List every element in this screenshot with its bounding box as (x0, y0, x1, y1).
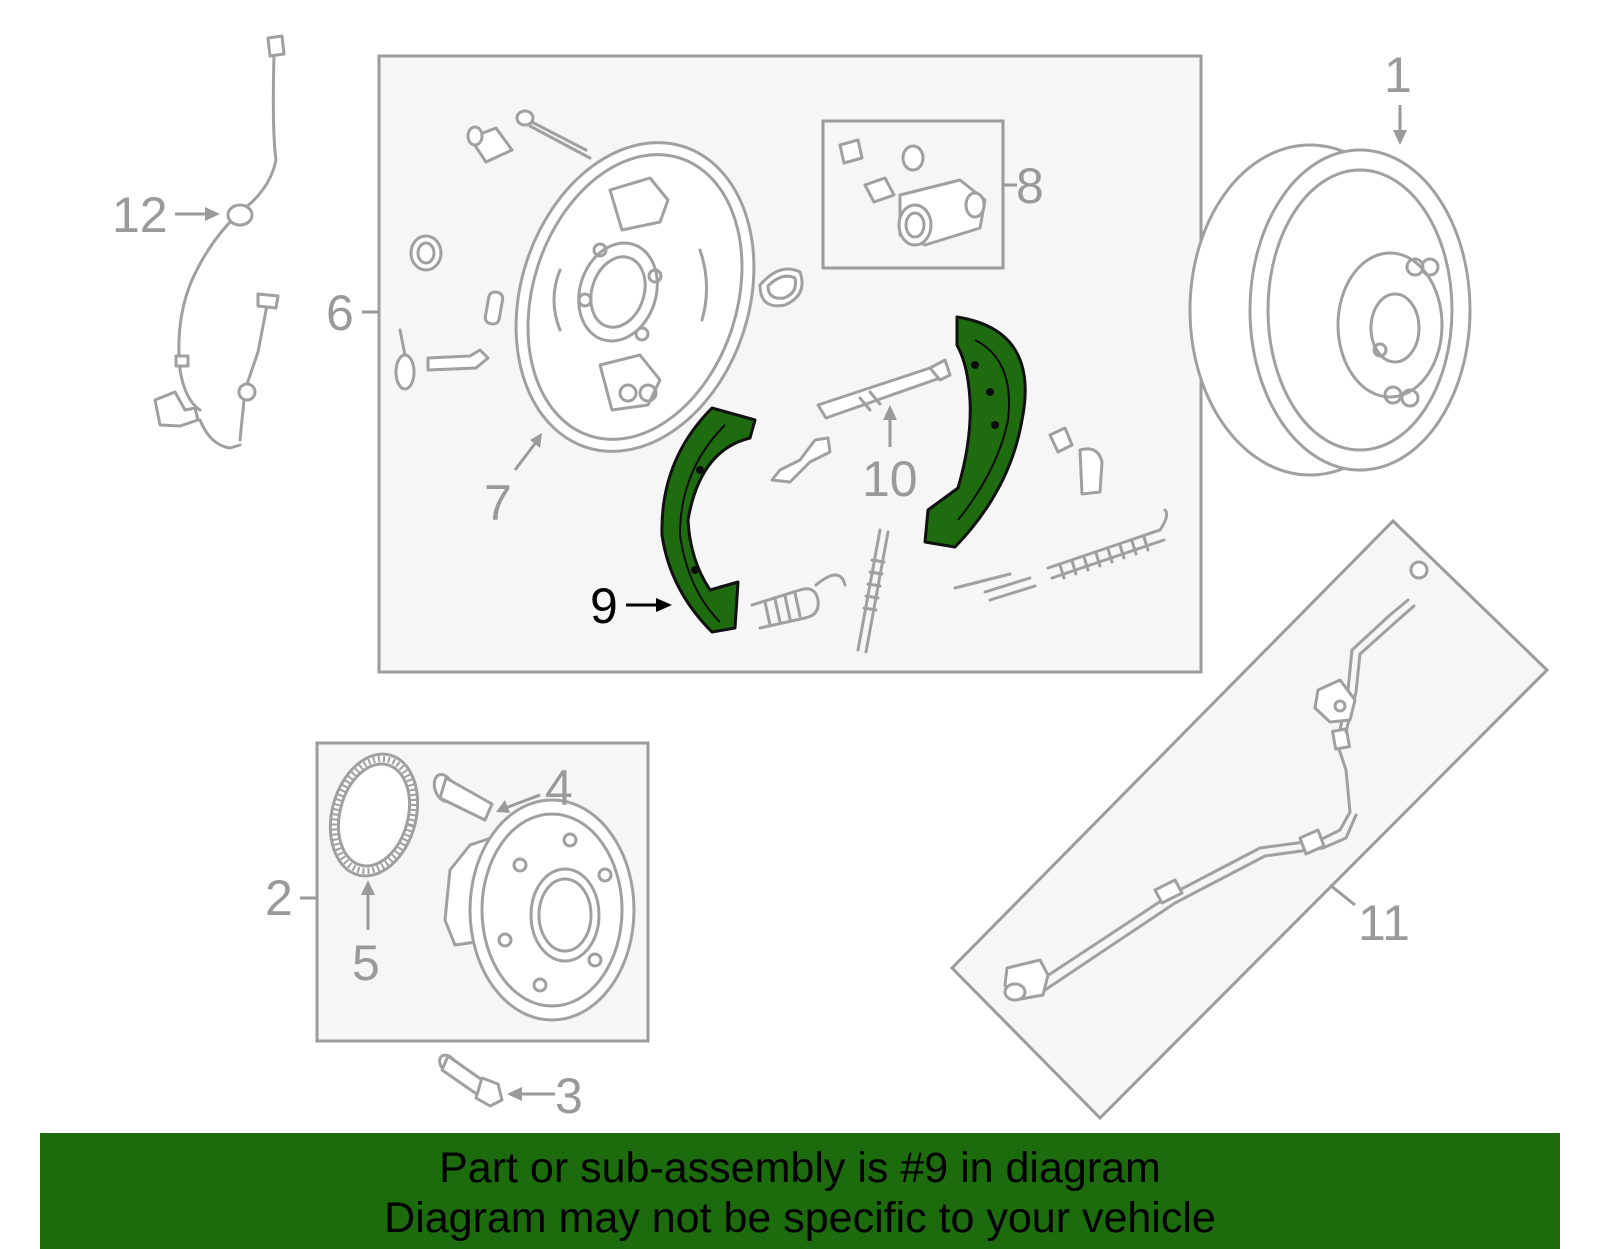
callout-1: 1 (1384, 47, 1412, 103)
banner-line-part: Part or sub-assembly is #9 in diagram (439, 1144, 1161, 1192)
abs-sensor (153, 34, 286, 450)
hub-bearing (443, 798, 636, 1022)
info-banner: Part or sub-assembly is #9 in diagram Di… (40, 1133, 1560, 1249)
leader-arrow-1 (1393, 130, 1407, 145)
callout-12: 12 (112, 187, 168, 243)
adjuster (770, 358, 952, 484)
callout-6: 6 (326, 285, 354, 341)
callout-3: 3 (555, 1068, 583, 1124)
brake-shoe-right (923, 315, 1027, 549)
brake-shoe-left (660, 406, 757, 634)
leader-arrow-4 (496, 800, 510, 813)
leader-arrow-10 (883, 405, 897, 420)
leader-line-11 (1329, 883, 1356, 907)
leader-arrow-12 (205, 207, 220, 221)
callout-2: 2 (265, 870, 293, 926)
callout-9: 9 (590, 578, 618, 634)
leader-arrow-7 (530, 433, 542, 448)
hub-bolt (438, 1053, 504, 1108)
callout-4: 4 (545, 760, 573, 816)
callout-5: 5 (352, 935, 380, 991)
backing-plate-hardware (394, 109, 804, 391)
backing-plate (514, 141, 756, 453)
brake-hose (1003, 560, 1429, 1002)
springs-and-pins (750, 426, 1169, 654)
brake-hose-box (949, 518, 1550, 1121)
leader-arrow-3 (507, 1087, 522, 1101)
brake-assembly-box (377, 54, 1203, 674)
wheel-cylinder (838, 138, 987, 247)
callout-10: 10 (862, 451, 918, 507)
wheel-stud (432, 772, 494, 822)
callout-8: 8 (1016, 158, 1044, 214)
callout-11: 11 (1358, 895, 1410, 951)
tone-ring (328, 752, 420, 878)
brake-drum (1188, 143, 1472, 477)
leader-arrow-9 (656, 598, 672, 612)
leader-arrow-5 (361, 880, 375, 895)
banner-line-disclaimer: Diagram may not be specific to your vehi… (384, 1194, 1216, 1242)
callout-7: 7 (484, 475, 512, 531)
